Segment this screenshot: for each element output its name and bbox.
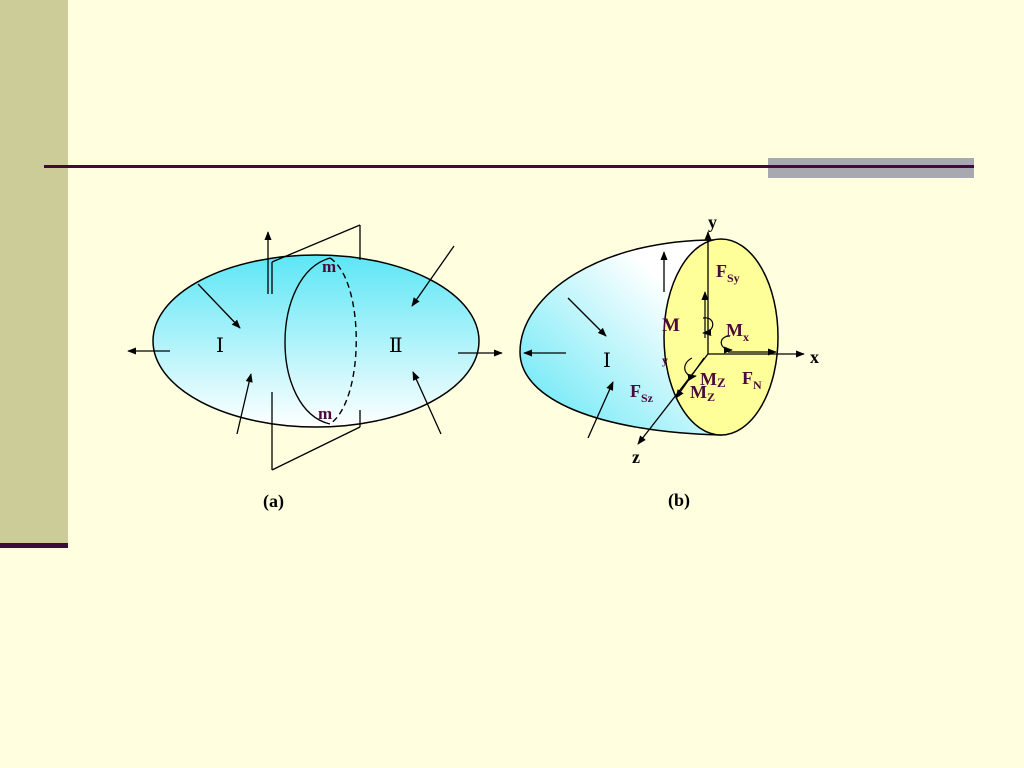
panel-a: Ⅰ Ⅱ m m (a) xyxy=(127,224,503,512)
part-label-b-I: Ⅰ xyxy=(603,350,611,372)
label-f-n: FN xyxy=(742,368,762,392)
part-label-I: Ⅰ xyxy=(216,335,224,357)
label-f-sz-sub: Sz xyxy=(641,391,654,405)
label-m-x: Mx xyxy=(726,320,749,344)
label-m-x-main: M xyxy=(726,320,743,340)
label-m-x-sub: x xyxy=(743,330,749,344)
section-face xyxy=(663,238,779,436)
label-y-small: y xyxy=(662,353,668,367)
part-label-II: Ⅱ xyxy=(389,335,403,357)
section-curve-hidden xyxy=(329,257,357,425)
force-arrow-upper-right xyxy=(411,245,455,307)
cutting-plane xyxy=(271,224,361,471)
label-f-sy-main: F xyxy=(716,261,727,281)
moment-curl-mx xyxy=(720,335,733,354)
panel-b: Ⅰ y x z FSy M Mx FN FSz y MZ MZ (b) xyxy=(519,212,819,511)
label-moment: M xyxy=(662,315,680,336)
caption-b: (b) xyxy=(668,490,690,511)
label-f-sz: FSz xyxy=(630,381,654,405)
section-curve-front xyxy=(284,257,331,425)
left-decor-strip xyxy=(0,0,68,546)
label-f-n-sub: N xyxy=(753,378,762,392)
label-m-z-main: M xyxy=(700,369,717,389)
title-rule-accent xyxy=(768,158,974,178)
force-arrow-lower-left xyxy=(236,373,253,435)
label-f-sz-main: F xyxy=(630,381,641,401)
section-label-bottom: m xyxy=(318,404,332,423)
axis-label-y: y xyxy=(708,212,717,232)
label-m-z-sub: Z xyxy=(717,375,726,390)
label-m-z2-main: M xyxy=(690,382,707,402)
label-f-sy: FSy xyxy=(716,261,740,285)
force-arrow-upper-left xyxy=(197,283,241,329)
force-arrow-b-lower xyxy=(587,381,614,439)
section-label-top: m xyxy=(322,257,336,276)
force-arrow-b-upper xyxy=(567,297,607,337)
label-f-sy-sub: Sy xyxy=(727,271,740,285)
title-rule-accent-line xyxy=(768,165,974,168)
axis-label-x: x xyxy=(810,347,819,367)
label-f-n-main: F xyxy=(742,368,753,388)
label-m-z: MZ xyxy=(700,369,726,390)
moment-curl-mz xyxy=(684,357,697,381)
label-m-z2-sub: Z xyxy=(707,390,715,404)
moment-curl-m xyxy=(702,317,714,336)
force-arrow-lower-right xyxy=(412,371,442,435)
label-m-z-overlap: MZ xyxy=(690,382,715,404)
left-strip-underline xyxy=(0,543,68,548)
axis-label-z: z xyxy=(632,447,640,467)
title-rule xyxy=(44,165,974,168)
caption-a: (a) xyxy=(263,491,284,512)
solid-body-a xyxy=(152,254,480,428)
